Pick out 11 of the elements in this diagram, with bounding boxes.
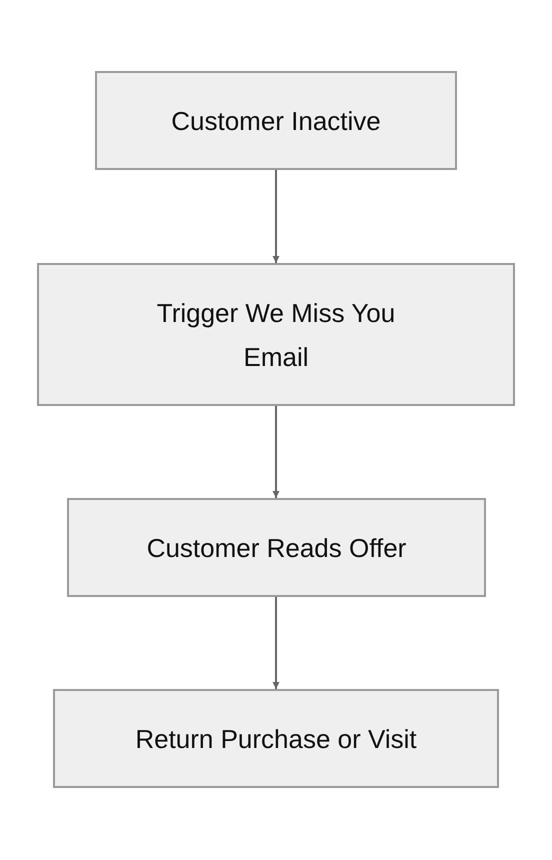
process-box: [95, 71, 457, 170]
box-label: Customer Reads Offer: [146, 532, 406, 564]
box-label: Trigger We Miss You Email: [156, 296, 396, 374]
arrow: [272, 597, 280, 689]
arrow: [272, 406, 280, 498]
process-box: [67, 498, 486, 597]
arrow: [272, 170, 280, 263]
process-box: [53, 689, 499, 788]
process-box: [37, 263, 515, 406]
box-label: Customer Inactive: [171, 104, 381, 138]
box-label: Return Purchase or Visit: [135, 722, 417, 756]
